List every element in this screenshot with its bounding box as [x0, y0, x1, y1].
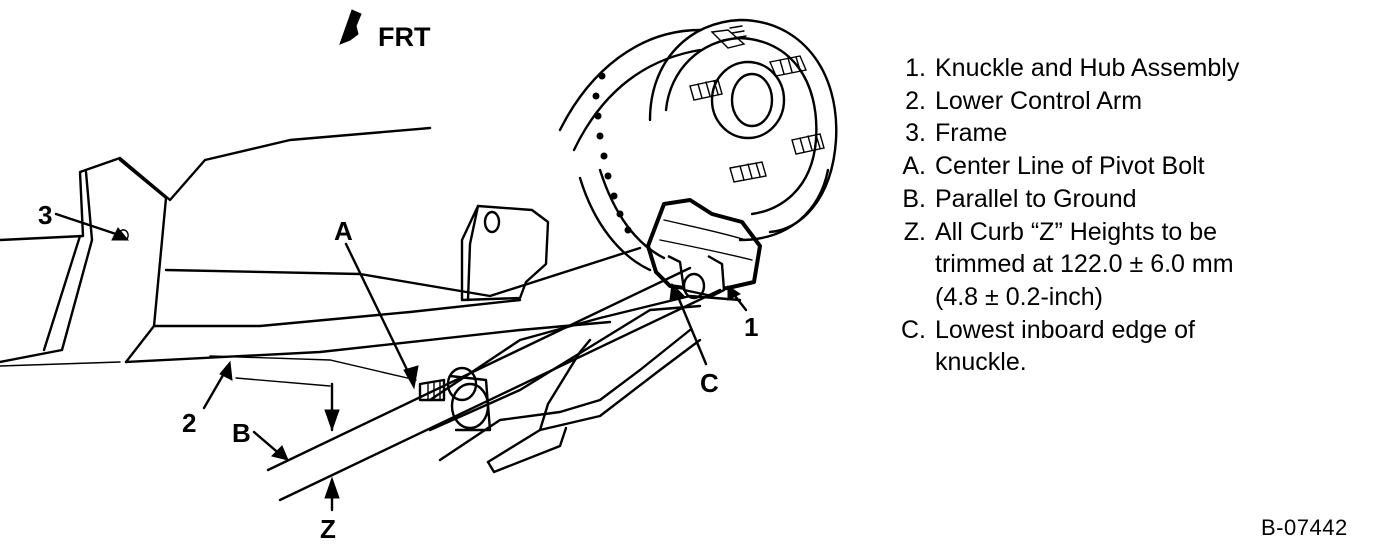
callout-3: 3	[38, 200, 52, 230]
legend: 1. Knuckle and Hub Assembly 2. Lower Contr…	[882, 52, 1362, 379]
legend-item: 3. Frame	[882, 117, 1362, 150]
legend-item: trimmed at 122.0 ± 6.0 mm	[882, 248, 1362, 281]
legend-key: 2.	[905, 86, 926, 115]
callout-a: A	[334, 216, 353, 246]
callout-2: 2	[182, 408, 196, 438]
figure-id: B-07442	[1261, 515, 1348, 540]
legend-text: Lowest inboard edge of	[935, 315, 1195, 344]
front-direction-indicator: FRT	[339, 9, 431, 52]
callouts: 3 A 2 B Z C 1	[38, 200, 758, 544]
legend-key: Z.	[903, 217, 926, 246]
legend-item: knuckle.	[882, 346, 1362, 379]
legend-text: trimmed at 122.0 ± 6.0 mm	[935, 250, 1234, 279]
legend-text: Parallel to Ground	[935, 184, 1137, 213]
legend-text: Frame	[935, 119, 1008, 148]
legend-text: (4.8 ± 0.2-inch)	[935, 282, 1103, 311]
callout-c: C	[700, 368, 719, 398]
legend-text: All Curb “Z” Heights to be	[935, 217, 1218, 246]
legend-item: 1. Knuckle and Hub Assembly	[882, 52, 1362, 85]
legend-text: Lower Control Arm	[935, 86, 1143, 115]
pivot-bushing	[418, 366, 492, 432]
callout-z: Z	[320, 514, 336, 544]
legend-key: 3.	[905, 119, 926, 148]
legend-item: C. Lowest inboard edge of	[882, 314, 1362, 347]
reference-lines	[266, 266, 722, 512]
leader-lines	[54, 212, 748, 461]
knuckle-hub-assembly	[558, 18, 838, 300]
callout-1: 1	[744, 312, 758, 342]
legend-key: A.	[902, 152, 926, 181]
legend-key: B.	[902, 184, 926, 213]
legend-text: knuckle.	[935, 348, 1027, 377]
legend-key	[882, 281, 935, 314]
frame	[0, 126, 642, 367]
legend-item: B. Parallel to Ground	[882, 183, 1362, 216]
callout-b: B	[232, 418, 251, 448]
legend-item: A. Center Line of Pivot Bolt	[882, 150, 1362, 183]
legend-item: 2. Lower Control Arm	[882, 85, 1362, 118]
legend-text: Knuckle and Hub Assembly	[935, 54, 1240, 82]
legend-key: C.	[901, 315, 926, 344]
lower-control-arm	[209, 294, 742, 474]
frame-bracket	[460, 204, 550, 302]
legend-item: (4.8 ± 0.2-inch)	[882, 281, 1362, 314]
front-arrow-icon	[339, 9, 362, 45]
legend-key: 1.	[905, 54, 926, 82]
legend-key	[882, 248, 935, 281]
legend-key	[882, 346, 935, 379]
legend-text: Center Line of Pivot Bolt	[935, 152, 1205, 181]
direction-label: FRT	[378, 22, 431, 52]
legend-item: Z. All Curb “Z” Heights to be	[882, 216, 1362, 249]
